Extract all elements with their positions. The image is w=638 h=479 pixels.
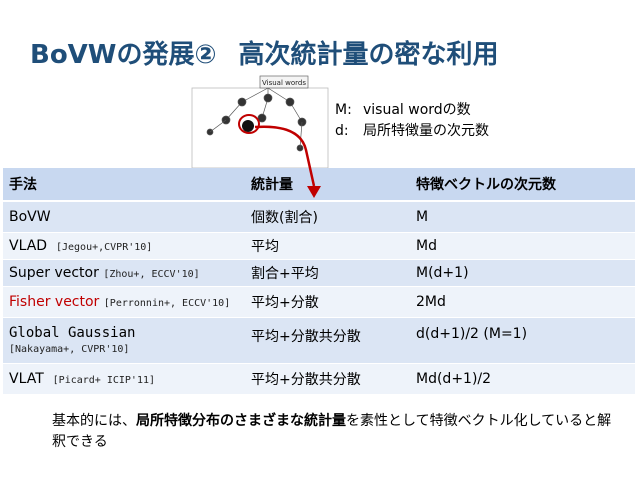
header-method: 手法	[3, 168, 245, 202]
method-name: Global Gaussian	[9, 325, 136, 341]
table-header-row: 手法 統計量 特徴ベクトルの次元数	[3, 168, 635, 202]
methods-table: 手法 統計量 特徴ベクトルの次元数 BoVW 個数(割合) M VLAD [Je…	[3, 168, 635, 394]
dim-cell: 2Md	[410, 285, 635, 317]
slide-title-part1: BoVWの発展②	[30, 40, 217, 70]
highlight-circle	[238, 114, 260, 134]
stat-cell: 平均+分散共分散	[245, 316, 410, 363]
dim-cell: Md	[410, 231, 635, 259]
method-name: VLAD	[9, 237, 48, 254]
note-post: を素性として特徴ベクトル化していると解釈できる	[52, 413, 612, 450]
slide-title: BoVWの発展② 高次統計量の密な利用	[30, 34, 499, 71]
dim-cell: Md(d+1)/2	[410, 362, 635, 394]
stat-cell: 割合+平均	[245, 258, 410, 286]
method-name: BoVW	[9, 208, 51, 225]
dim-cell: d(d+1)/2 (M=1)	[410, 316, 635, 363]
dim-cell: M	[410, 200, 635, 232]
method-ref: [Picard+ ICIP'11]	[52, 374, 156, 386]
table-row: VLAT [Picard+ ICIP'11] 平均+分散共分散 Md(d+1)/…	[3, 362, 635, 394]
method-cell: VLAT [Picard+ ICIP'11]	[3, 362, 245, 394]
legend-d-key: d:	[335, 123, 349, 139]
stat-cell: 平均+分散共分散	[245, 362, 410, 394]
visual-words-diagram: Visual words	[191, 75, 329, 169]
note-bold: 局所特徴分布のさまざまな統計量	[136, 413, 346, 429]
header-dim: 特徴ベクトルの次元数	[410, 168, 635, 202]
dim-cell: M(d+1)	[410, 258, 635, 286]
legend-d-text: 局所特徴量の次元数	[363, 123, 489, 139]
method-ref: [Nakayama+, CVPR'10]	[9, 344, 130, 355]
table-row: VLAD [Jegou+,CVPR'10] 平均 Md	[3, 231, 635, 259]
method-cell: VLAD [Jegou+,CVPR'10]	[3, 231, 245, 259]
table-row: BoVW 個数(割合) M	[3, 200, 635, 232]
method-name: VLAT	[9, 370, 44, 387]
method-cell: Global Gaussian [Nakayama+, CVPR'10]	[3, 316, 245, 363]
stat-cell: 平均	[245, 231, 410, 259]
stat-cell: 個数(割合)	[245, 200, 410, 232]
method-ref: [Jegou+,CVPR'10]	[55, 241, 153, 253]
diagram-label-box	[259, 75, 309, 89]
legend: M: visual wordの数 d: 局所特徴量の次元数	[335, 100, 489, 142]
table-row: Global Gaussian [Nakayama+, CVPR'10] 平均+…	[3, 316, 635, 363]
diagram-label: Visual words	[262, 79, 306, 87]
method-cell: Fisher vector [Perronnin+, ECCV'10]	[3, 285, 245, 317]
method-name: Super vector	[9, 264, 99, 281]
slide-title-part2: 高次統計量の密な利用	[238, 40, 499, 70]
method-cell: BoVW	[3, 200, 245, 232]
diagram-frame	[191, 87, 329, 169]
method-ref: [Perronnin+, ECCV'10]	[103, 297, 231, 309]
diagram-nodes	[206, 87, 307, 152]
highlighted-word	[242, 120, 254, 132]
legend-m-key: M:	[335, 102, 352, 118]
method-name: Fisher vector	[9, 293, 100, 310]
table-row: Fisher vector [Perronnin+, ECCV'10] 平均+分…	[3, 285, 635, 317]
method-cell: Super vector [Zhou+, ECCV'10]	[3, 258, 245, 286]
stat-cell: 平均+分散	[245, 285, 410, 317]
header-stat: 統計量	[245, 168, 410, 202]
summary-note: 基本的には、局所特徴分布のさまざまな統計量を素性として特徴ベクトル化していると解…	[52, 411, 612, 453]
table-row: Super vector [Zhou+, ECCV'10] 割合+平均 M(d+…	[3, 258, 635, 286]
method-ref: [Zhou+, ECCV'10]	[103, 268, 200, 280]
legend-m-text: visual wordの数	[363, 102, 471, 118]
note-pre: 基本的には、	[52, 413, 136, 429]
